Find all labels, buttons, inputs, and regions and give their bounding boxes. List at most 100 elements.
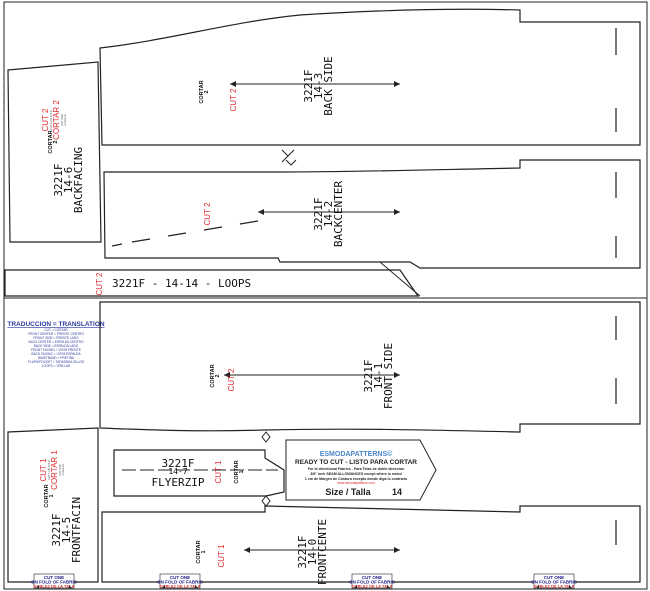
- translation-title: TRADUCCION = TRANSLATION: [7, 321, 105, 328]
- cortar-label: CORTAR: [234, 460, 240, 483]
- fine-print: CUT 1 ON FOLD: [47, 460, 51, 480]
- notch-diamond: [261, 431, 271, 443]
- back-center-label: 3221F 14-2 BACKCENTER: [312, 181, 345, 248]
- cortar-red: CORTAR 2: [52, 100, 61, 140]
- fly-zip-outline: [113, 449, 285, 497]
- cortar-qty: 1: [201, 550, 207, 553]
- translation-line: FLAPS/POCKET = TAPAS/BOLSILLOS: [28, 360, 84, 364]
- fold-box-line: DOBLEZ DE LA TELA: [160, 584, 201, 589]
- fold-box-line: CUT ONE: [362, 575, 382, 580]
- translation-line: FRONT SIDE = FRENTE LADO: [33, 336, 79, 340]
- back-side-label: 3221F 14-3 BACK SIDE: [302, 56, 335, 116]
- cut-instruction: CUT 1: [217, 544, 226, 568]
- piece-code: 3221F: [52, 163, 65, 196]
- cut-instruction: CUT 2: [227, 368, 236, 392]
- size-label: Size / Talla: [325, 487, 371, 497]
- front-side-label: 3221F 14-1 FRONT SIDE: [362, 343, 395, 409]
- ready-to-cut: READY TO CUT - LISTO PARA CORTAR: [295, 459, 417, 466]
- translation-line: WAISTBAND = PRETINA: [38, 356, 75, 360]
- front-center-label: 3221F 14-0 FRONTCENTE: [296, 519, 329, 585]
- cut-instruction: CUT 1: [214, 460, 223, 484]
- fold-box-line: CUT ONE: [170, 575, 190, 580]
- cortar-qty: 2: [215, 374, 221, 377]
- arrow-head: [230, 81, 236, 87]
- fold-box: CUT ONE ON FOLD OF FABRIC DOBLEZ DE LA T…: [31, 573, 78, 589]
- fold-arrow-icon: [536, 585, 539, 588]
- arrow-head: [394, 372, 400, 378]
- cut-instruction: CUT 1: [39, 458, 48, 482]
- translation-line: BACK SIDE = ESPALDA LADO: [34, 344, 79, 348]
- cortar-label: CORTAR: [48, 130, 54, 153]
- dart-dash-line: [111, 220, 259, 247]
- piece-name: FLYERZIP: [152, 476, 205, 489]
- fine-print: CUT 2 ON FOLD: [49, 110, 53, 130]
- cortar-qty: 1: [239, 470, 245, 473]
- front-facing-cortar: CORTAR 1: [44, 484, 55, 507]
- seam-note-es: 1 cm de Margen de Costura excepto donde …: [305, 477, 408, 481]
- cut-instruction: CUT 2: [41, 108, 50, 132]
- seam-note: 3/8" inch SEAM ALLOWANCES except where i…: [310, 472, 401, 476]
- arrow-head: [258, 209, 264, 215]
- piece-code: 3221F: [296, 535, 309, 568]
- fold-box: CUT ONE ON FOLD OF FABRIC DOBLEZ DE LA T…: [531, 573, 578, 589]
- fold-box: CUT ONE ON FOLD OF FABRIC DOBLEZ DE LA T…: [157, 573, 204, 589]
- fly-zip-cortar: CORTAR 1: [234, 460, 245, 483]
- fold-arrow-icon: [387, 585, 390, 588]
- cut-instruction: CUT 2: [229, 88, 238, 112]
- cortar-qty: 1: [49, 494, 55, 497]
- piece-name: FRONTCENTE: [316, 519, 329, 585]
- loops-label: 3221F - 14-14 - LOOPS: [112, 277, 251, 290]
- fine-print: CUT ONE: [60, 114, 64, 126]
- fold-box-line: ON FOLD OF FABRIC: [157, 580, 203, 585]
- translation-line: FRONT CENTER = FRENTE CENTRO: [28, 332, 84, 336]
- front-side-outline: [99, 301, 641, 433]
- piece-number: 14-6: [62, 167, 75, 194]
- arrow-head: [394, 81, 400, 87]
- sheet-border: [3, 1, 648, 590]
- piece-code: 3221F: [302, 69, 315, 102]
- piece-code: 3221F: [312, 197, 325, 230]
- piece-name: BACKCENTER: [332, 181, 345, 248]
- front-facing-outline: [7, 427, 99, 583]
- fold-box-line: DOBLEZ DE LA TELA: [34, 584, 75, 589]
- front-side-cortar: CORTAR 2: [210, 364, 221, 387]
- piece-name: BACKFACING: [72, 147, 85, 213]
- piece-name: BACK SIDE: [322, 56, 335, 116]
- fine-print: Contra Hi: [61, 464, 65, 475]
- piece-name: FRONTFACIN: [70, 497, 83, 563]
- fold-arrow-icon: [195, 585, 198, 588]
- arrow-head: [394, 209, 400, 215]
- piece-code: 3221F: [161, 457, 194, 470]
- website: www.esmodapatterns.com: [337, 481, 375, 485]
- cortar-red: CORTAR 1: [50, 450, 59, 490]
- fine-print: Contra Hi: [63, 114, 67, 125]
- fold-arrow-icon: [36, 585, 39, 588]
- cortar-qty: 2: [53, 140, 59, 143]
- arrow-head: [394, 547, 400, 553]
- fine-print: CUT ONE: [58, 464, 62, 476]
- fold-box-line: CUT ONE: [44, 575, 64, 580]
- piece-code: 3221F: [362, 359, 375, 392]
- fold-box-line: DOBLEZ DE LA TELA: [534, 584, 575, 589]
- fold-box-line: ON FOLD OF FABRIC: [349, 580, 395, 585]
- cortar-label: CORTAR: [199, 80, 205, 103]
- cortar-qty: 2: [204, 90, 210, 93]
- cortar-label: CORTAR: [210, 364, 216, 387]
- fold-box: CUT ONE ON FOLD OF FABRIC DOBLEZ DE LA T…: [349, 573, 396, 589]
- piece-number: 14-2: [322, 201, 335, 228]
- back-facing-outline: [7, 61, 102, 243]
- back-facing-cut-block: CUT 2 CUT 2 ON FOLD CORTAR 2 CUT ONE Con…: [41, 100, 67, 140]
- cortar-label: CORTAR: [196, 540, 202, 563]
- front-center-outline: [101, 505, 641, 583]
- label-tag: [285, 439, 437, 501]
- loops-outline: [4, 269, 420, 297]
- piece-number: 14-7: [168, 467, 187, 476]
- translation-line: FRONT FACING = VISTA FRENTE: [31, 348, 81, 352]
- notch-marks: [281, 149, 297, 166]
- piece-number: 14-3: [312, 73, 325, 100]
- fold-arrow-icon: [69, 585, 72, 588]
- cut-instruction: CUT 2: [203, 202, 212, 226]
- back-facing-cortar: CORTAR 2: [48, 130, 59, 153]
- front-facing-label: 3221F 14-5 FRONTFACIN: [50, 497, 83, 563]
- piece-number: 14-5: [60, 517, 73, 544]
